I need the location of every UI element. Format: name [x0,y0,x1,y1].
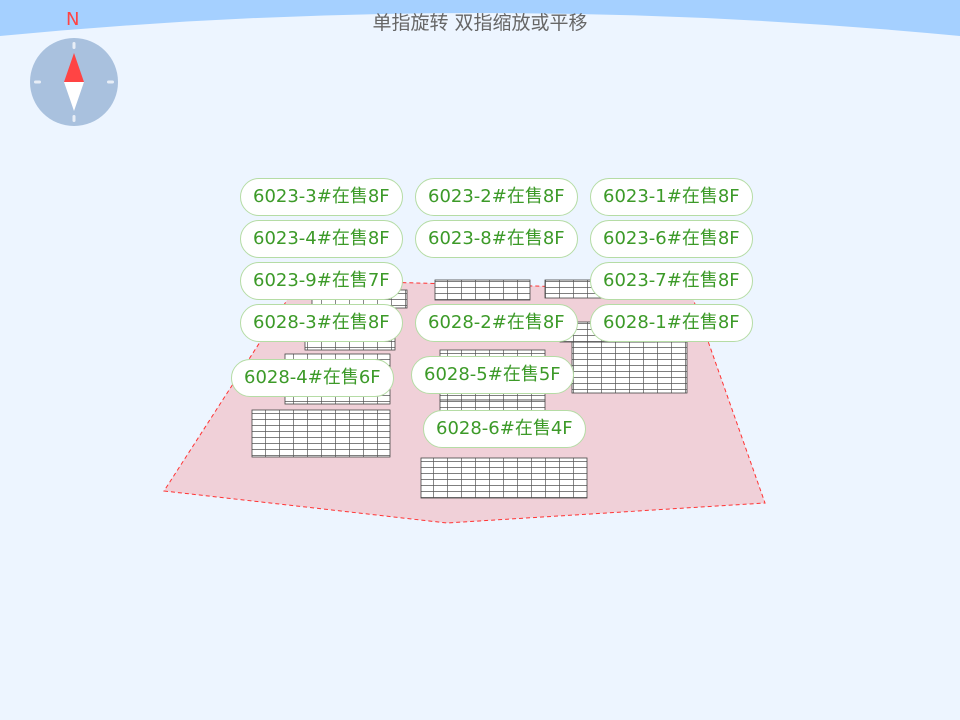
building-label-6023-7[interactable]: 6023-7#在售8F [590,262,753,300]
building-label-6028-1[interactable]: 6028-1#在售8F [590,304,753,342]
building-label-6023-8[interactable]: 6023-8#在售8F [415,220,578,258]
building-label-6023-6[interactable]: 6023-6#在售8F [590,220,753,258]
building-label-6028-6[interactable]: 6028-6#在售4F [423,410,586,448]
building-label-6028-4[interactable]: 6028-4#在售6F [231,359,394,397]
building-label-6023-4[interactable]: 6023-4#在售8F [240,220,403,258]
building-label-6023-1[interactable]: 6023-1#在售8F [590,178,753,216]
building-label-6028-2[interactable]: 6028-2#在售8F [415,304,578,342]
sky-arc [0,0,960,36]
building-label-6028-5[interactable]: 6028-5#在售5F [411,356,574,394]
building-label-6023-3[interactable]: 6023-3#在售8F [240,178,403,216]
compass-icon[interactable] [30,38,118,126]
compass-north-label: N [66,9,80,30]
gesture-hint: 单指旋转 双指缩放或平移 [372,12,588,34]
building-label-6023-9[interactable]: 6023-9#在售7F [240,262,403,300]
building-label-6028-3[interactable]: 6028-3#在售8F [240,304,403,342]
building-label-6023-2[interactable]: 6023-2#在售8F [415,178,578,216]
